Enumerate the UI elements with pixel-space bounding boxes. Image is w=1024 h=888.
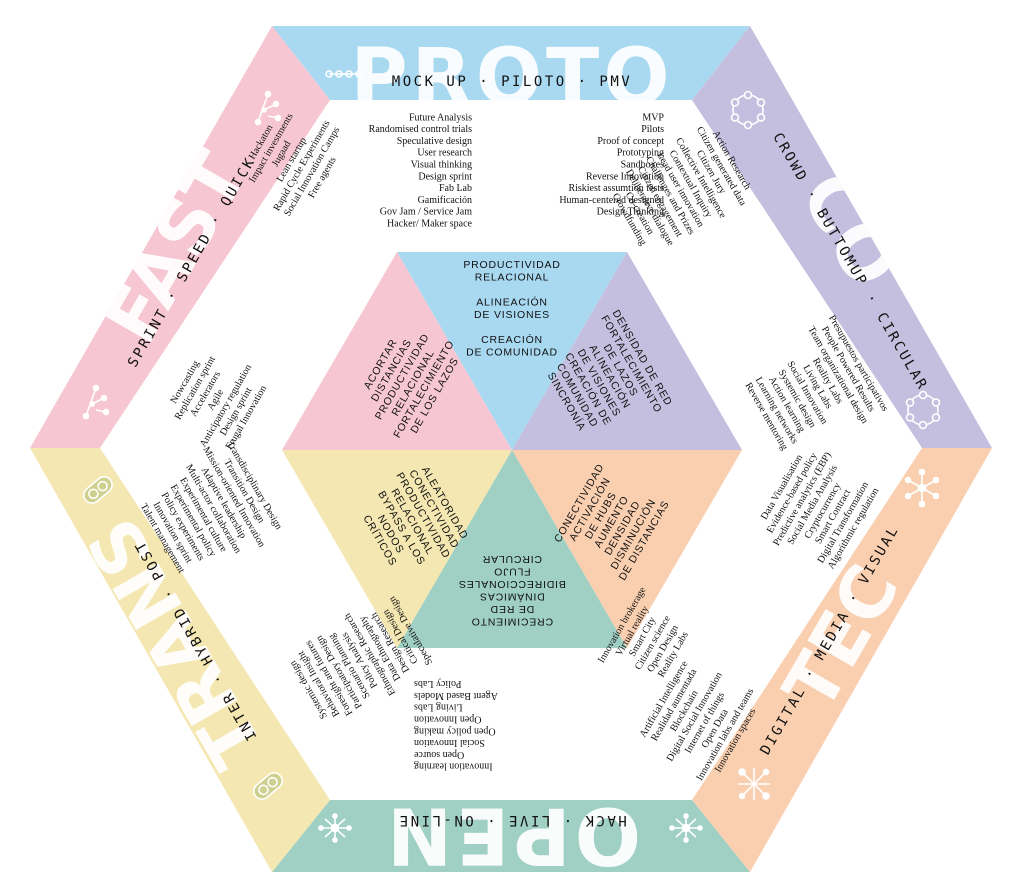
list-item: Prototyping [617,148,664,159]
list-item: Innovation learning [414,761,493,772]
list-item: Open Innovation [414,714,482,725]
list-item: Pilots [641,124,664,135]
triangle-line: FLUJO [493,565,530,577]
list-item: Agent Based Models [414,690,498,701]
band-title-open: OPEN [383,790,641,880]
list-item: Human-centered designed [559,195,664,206]
burst-network-icon [318,813,352,843]
ring-network-icon [905,390,941,430]
linked-circles-icon [83,476,113,504]
list-item: Open source [413,749,464,760]
list-item: Hacker/ Maker space [387,218,473,229]
list-item: Policy Labs [414,678,462,689]
band-fast [30,26,330,448]
triangle-bottom [397,450,627,648]
triangle-lower-left [282,450,512,648]
list-item: Open policy making [414,725,496,736]
ring-network-icon [730,90,766,130]
branch-network-icon [82,384,110,420]
star-network-icon [738,768,770,800]
chain-icon [325,70,363,78]
list-item: Design Thinking [597,207,664,218]
triangle-top [397,252,627,450]
band-open [272,800,750,872]
triangle-line: PRODUCTIVIDAD [463,259,560,271]
band-co [692,26,992,448]
triangle-line: BIDIRECCIONALES [458,578,566,590]
triangle-line: DE VISIONES [474,309,550,321]
triangle-line: CRECIMIENTO [471,615,553,627]
triangle-lower-right [512,450,742,648]
band-subtitle-open: HACK · LIVE · ON-LINE [397,812,627,828]
triangle-line: DE COMUNIDAD [466,347,558,359]
list-item: Gamificación [418,195,472,206]
list-item: Fab Lab [439,183,472,194]
triangle-line: RELACIONAL [475,272,550,284]
list-item: Design sprint [418,171,472,182]
list-item: MVP [642,112,664,123]
burst-network-icon [669,813,703,843]
inner-hexagon [282,252,742,648]
band-subtitle-proto: MOCK UP · PILOTO · PMV [392,74,632,90]
branch-network-icon [254,90,282,126]
band-tec [692,448,992,872]
list-item: Future Analysis [409,112,472,123]
list-item: Sandboxes [621,159,664,170]
list-item: Living Labs [414,702,463,713]
list-item: Riskiest assumtion tests [568,183,664,194]
list-item: User research [417,148,472,159]
list-item: Reverse Innovation [586,171,664,182]
band-proto [272,26,750,100]
list-item: Visual thinking [411,159,472,170]
triangle-line: DINÁMICAS [479,590,545,603]
linked-circles-icon [253,772,283,800]
list-item: Proof of concept [597,136,664,147]
list-item: Randomised control trials [369,124,472,135]
star-network-icon [904,468,940,508]
list-item: Gov Jam / Service Jam [380,207,472,218]
triangle-line: CIRCULAR [482,553,542,565]
band-title-proto: PROTO [350,33,673,123]
triangle-upper-right [512,252,742,450]
band-icons [82,70,941,843]
triangle-line: CREACIÓN [481,333,543,346]
band-trans [30,448,330,872]
list-item: Speculative design [397,136,472,147]
triangle-upper-left [282,252,512,450]
triangle-line: ALINEACIÓN [476,296,548,309]
outer-bands [30,26,992,872]
triangle-line: DE RED [490,603,534,615]
list-item: Social Innovation [414,737,485,748]
